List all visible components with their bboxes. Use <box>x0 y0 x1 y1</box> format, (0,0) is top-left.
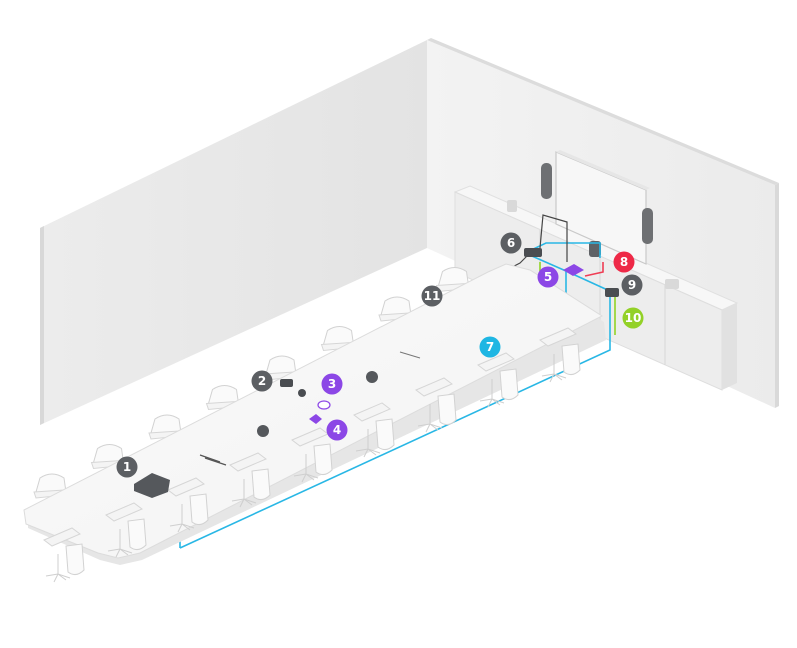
callout-11: 11 <box>421 285 443 307</box>
callout-9: 9 <box>621 274 643 296</box>
chair <box>148 414 182 440</box>
right-wall-edge <box>775 183 779 408</box>
chair <box>353 402 395 458</box>
power-unit <box>605 288 619 297</box>
display-screen-icon <box>555 150 650 265</box>
chair <box>291 427 333 483</box>
chair <box>435 267 470 293</box>
chair <box>43 527 85 583</box>
callout-2: 2 <box>251 370 273 392</box>
callout-label: 3 <box>328 377 336 391</box>
wall-top-edge <box>427 38 779 185</box>
front-chair-row <box>43 327 581 583</box>
credenza-device <box>665 279 679 289</box>
callout-label: 9 <box>628 278 636 292</box>
credenza-device <box>507 200 517 212</box>
callout-8: 8 <box>613 251 635 273</box>
chair <box>378 296 412 322</box>
chair <box>229 452 271 508</box>
table-hub <box>280 379 293 387</box>
camera-icon <box>589 241 601 257</box>
callout-layer: 1 2 3 4 5 6 7 89 10 11 <box>116 232 644 478</box>
callout-label: 11 <box>424 289 441 303</box>
callout-4: 4 <box>326 419 348 441</box>
callout-10: 10 <box>622 307 644 329</box>
callout-3: 3 <box>321 373 343 395</box>
chair <box>167 477 209 533</box>
callout-label: 6 <box>507 236 515 250</box>
touch-controller <box>134 473 170 498</box>
callout-label: 8 <box>620 255 628 269</box>
callout-1: 1 <box>116 456 138 478</box>
chair <box>415 377 457 433</box>
speaker-icon <box>541 163 552 199</box>
mic-pod <box>298 389 306 397</box>
compute-unit <box>563 264 584 276</box>
callout-5: 5 <box>537 266 559 288</box>
mic-pod <box>257 425 269 437</box>
network-switch <box>524 248 542 257</box>
speaker-icon <box>642 208 653 244</box>
wireless-dongle <box>317 400 331 410</box>
chair <box>105 502 147 558</box>
chair <box>90 444 125 470</box>
callout-7: 7 <box>479 336 501 358</box>
table-devices <box>134 248 619 498</box>
chair <box>539 327 581 383</box>
callout-label: 4 <box>333 423 341 437</box>
left-wall <box>40 40 427 425</box>
callout-label: 7 <box>486 340 494 354</box>
callout-label: 1 <box>123 460 131 474</box>
left-wall-edge <box>40 226 44 425</box>
callout-label: 10 <box>625 311 642 325</box>
callout-label: 2 <box>258 374 266 388</box>
mic-pod <box>366 371 378 383</box>
callout-label: 5 <box>544 270 552 284</box>
content-share-device <box>309 414 322 424</box>
chair <box>477 352 519 408</box>
callout-6: 6 <box>500 232 522 254</box>
chair <box>320 326 355 352</box>
chair <box>205 385 240 411</box>
